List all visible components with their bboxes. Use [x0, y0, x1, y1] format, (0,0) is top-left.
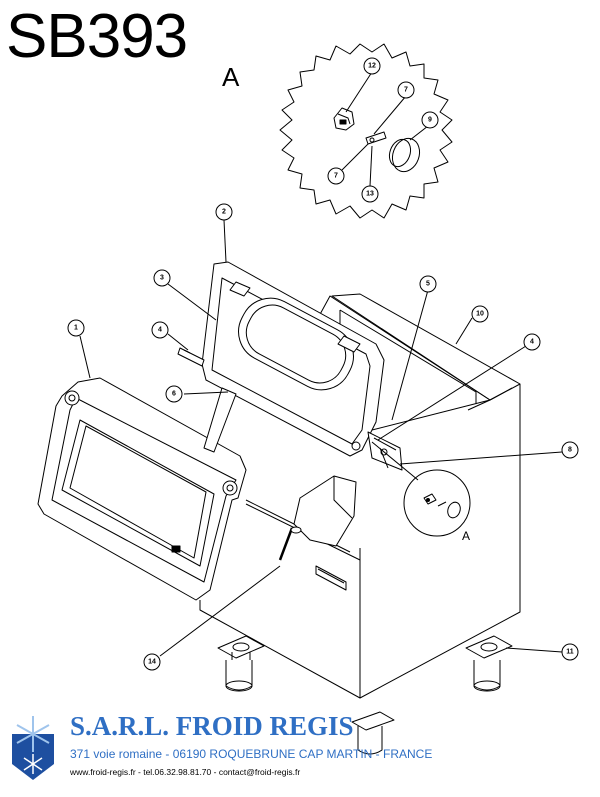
callout-label-3: 3 — [160, 275, 164, 282]
detail-bubble-a — [279, 43, 453, 219]
callout-10 — [471, 305, 489, 323]
callout-13 — [361, 185, 379, 203]
callout-1 — [67, 319, 85, 337]
callout-5 — [419, 275, 437, 293]
callout-4b — [523, 333, 541, 351]
leg-right — [465, 635, 513, 692]
callout-label-7b: 7 — [334, 173, 338, 180]
leg-front — [351, 711, 395, 755]
callout-label-10: 10 — [476, 311, 484, 318]
callout-label-12: 12 — [368, 63, 376, 70]
callout-12 — [363, 57, 381, 75]
callout-label-4a: 4 — [158, 327, 162, 334]
callout-2 — [215, 203, 233, 221]
snowflake-logo — [12, 716, 54, 780]
callout-3 — [153, 269, 171, 287]
callout-label-4b: 4 — [530, 339, 534, 346]
callout-label-1: 1 — [74, 325, 78, 332]
detail-bubble-a-small — [403, 469, 471, 537]
callouts — [67, 57, 579, 671]
door-2-lid — [201, 261, 385, 457]
callout-label-9: 9 — [428, 117, 432, 124]
callout-label-11: 11 — [566, 649, 574, 656]
callout-label-14: 14 — [148, 659, 156, 666]
company-name: S.A.R.L. FROID REGIS — [70, 711, 354, 741]
callout-7b — [327, 167, 345, 185]
callout-label-8: 8 — [568, 447, 572, 454]
callout-9 — [421, 111, 439, 129]
callout-7a — [397, 81, 415, 99]
ice-scoop — [278, 475, 357, 561]
company-address: 371 voie romaine - 06190 ROQUEBRUNE CAP … — [70, 747, 433, 761]
callout-labels: 12 7 9 7 13 2 3 5 10 1 4 4 6 8 14 11 A — [74, 63, 574, 666]
detail-reference-label: A — [462, 529, 470, 543]
callout-label-6: 6 — [172, 391, 176, 398]
cabinet-body — [199, 293, 521, 699]
detail-a-label: A — [222, 62, 240, 92]
callout-6 — [165, 385, 183, 403]
callout-8 — [561, 441, 579, 459]
callout-4a — [151, 321, 169, 339]
door-1 — [37, 377, 247, 601]
model-title: SB393 — [6, 2, 188, 71]
company-contact: www.froid-regis.fr - tel.06.32.98.81.70 … — [70, 767, 301, 777]
bracket-4 — [177, 347, 205, 367]
callout-label-2: 2 — [222, 209, 226, 216]
callout-14 — [143, 653, 161, 671]
hinge-assembly — [367, 431, 403, 471]
callout-label-7a: 7 — [404, 87, 408, 94]
detail-a-parts — [333, 107, 421, 173]
callout-label-5: 5 — [426, 281, 430, 288]
callout-label-13: 13 — [366, 191, 374, 198]
leg-left — [217, 635, 265, 692]
callout-11 — [561, 643, 579, 661]
